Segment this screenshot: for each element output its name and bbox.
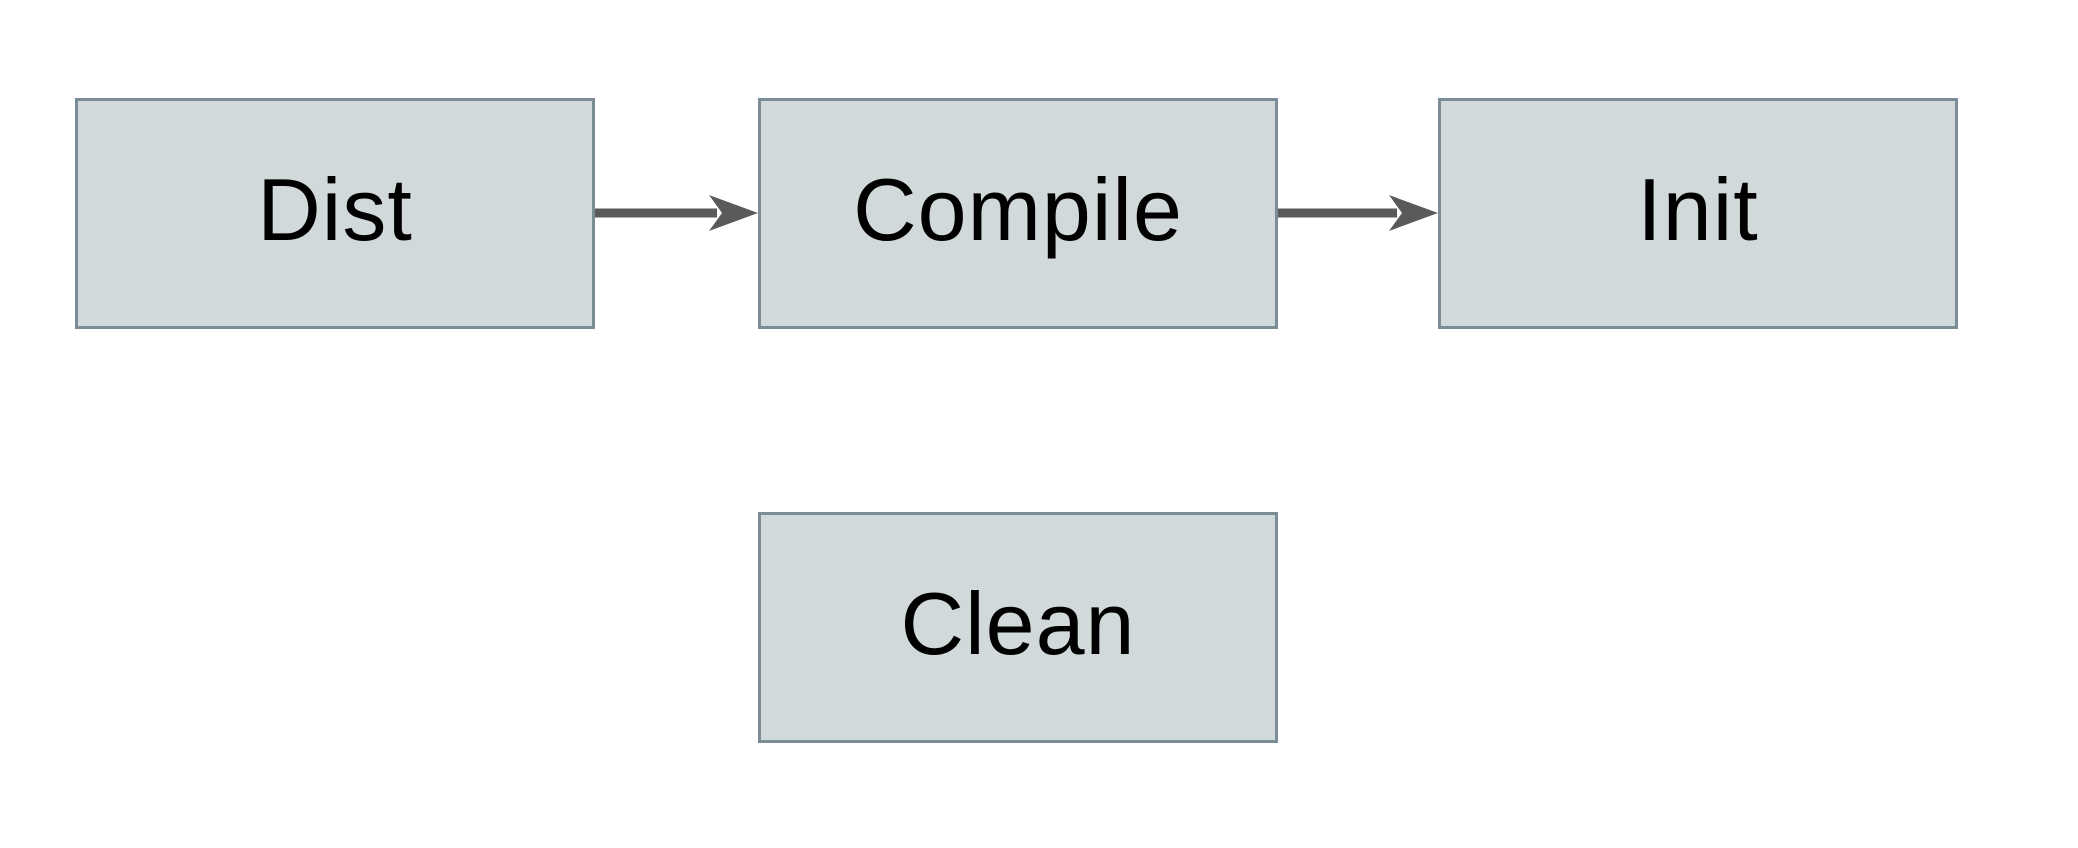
node-clean-label: Clean (900, 573, 1136, 673)
node-init[interactable]: Init (1438, 98, 1958, 329)
node-dist-label: Dist (257, 159, 413, 259)
arrow-head (709, 195, 758, 231)
arrow-compile-to-init (1278, 195, 1438, 231)
node-init-label: Init (1637, 159, 1759, 259)
arrow-dist-to-compile (595, 195, 758, 231)
arrow-head (1389, 195, 1438, 231)
node-clean[interactable]: Clean (758, 512, 1278, 743)
node-compile[interactable]: Compile (758, 98, 1278, 329)
node-compile-label: Compile (853, 159, 1183, 259)
node-dist[interactable]: Dist (75, 98, 595, 329)
